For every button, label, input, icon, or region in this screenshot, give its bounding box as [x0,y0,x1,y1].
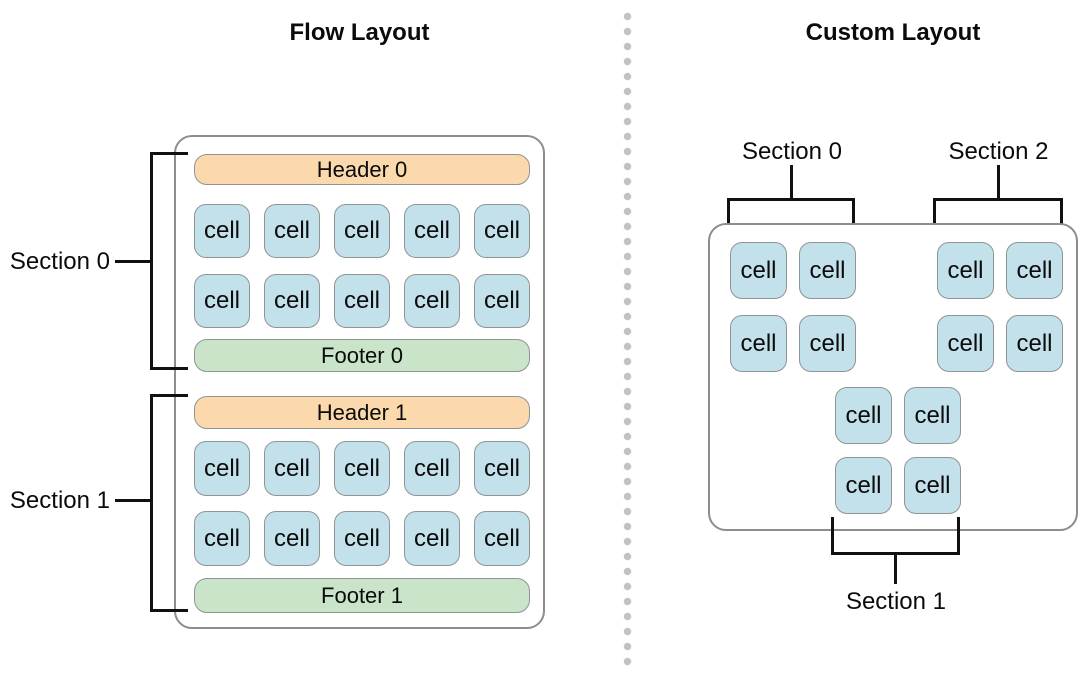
flow-section0-cell-row-2: cell cell cell cell cell [194,274,530,328]
dotted-divider [623,9,632,670]
flow-section0-callout-line [115,260,150,263]
custom-section2-label: Section 2 [948,138,1049,165]
cell: cell [404,441,460,496]
flow-section1-cell-row-1: cell cell cell cell cell [194,441,530,496]
custom-section1-stem [894,553,897,584]
flow-section1-callout-line [115,499,150,502]
custom-section0-stem [790,165,793,201]
custom-collection-view: cell cell cell cell cell cell cell cell … [708,223,1078,531]
custom-section0-cell-row-1: cell cell [730,242,856,299]
cell: cell [264,511,320,566]
custom-section1-label: Section 1 [845,588,947,615]
flow-section0-bracket [150,152,188,370]
cell: cell [194,274,250,328]
cell: cell [474,274,530,328]
cell: cell [1006,315,1063,372]
flow-section1-label: Section 1 [9,487,110,514]
cell: cell [404,274,460,328]
cell: cell [474,511,530,566]
cell: cell [904,387,961,444]
flow-section1-bracket [150,394,188,612]
cell: cell [334,204,390,258]
flow-layout-title: Flow Layout [289,19,430,46]
custom-section1-cell-row-2: cell cell [835,457,961,514]
custom-section2-bracket [933,198,1063,238]
custom-section2-stem [997,165,1000,201]
cell: cell [730,242,787,299]
cell: cell [474,441,530,496]
custom-section2-cell-row-1: cell cell [937,242,1063,299]
custom-section1-cell-row-1: cell cell [835,387,961,444]
flow-section0-label: Section 0 [9,248,110,275]
flow-section0-footer: Footer 0 [194,339,530,372]
cell: cell [835,387,892,444]
flow-section1-header: Header 1 [194,396,530,429]
cell: cell [264,204,320,258]
cell: cell [194,511,250,566]
custom-section0-label: Section 0 [741,138,843,165]
flow-section1-cell-row-2: cell cell cell cell cell [194,511,530,566]
cell: cell [194,441,250,496]
cell: cell [264,441,320,496]
flow-section0-cell-row-1: cell cell cell cell cell [194,204,530,258]
cell: cell [404,204,460,258]
cell: cell [937,315,994,372]
flow-section0-header: Header 0 [194,154,530,185]
cell: cell [194,204,250,258]
cell: cell [334,274,390,328]
flow-collection-view: Header 0 cell cell cell cell cell cell c… [174,135,545,629]
custom-layout-title: Custom Layout [805,19,981,46]
cell: cell [937,242,994,299]
cell: cell [730,315,787,372]
cell: cell [404,511,460,566]
cell: cell [474,204,530,258]
cell: cell [799,242,856,299]
cell: cell [1006,242,1063,299]
custom-section0-cell-row-2: cell cell [730,315,856,372]
custom-section0-bracket [727,198,855,238]
custom-section2-cell-row-2: cell cell [937,315,1063,372]
cell: cell [334,441,390,496]
flow-section1-footer: Footer 1 [194,578,530,613]
cell: cell [264,274,320,328]
cell: cell [799,315,856,372]
cell: cell [835,457,892,514]
cell: cell [904,457,961,514]
cell: cell [334,511,390,566]
custom-section1-bracket [831,517,960,555]
